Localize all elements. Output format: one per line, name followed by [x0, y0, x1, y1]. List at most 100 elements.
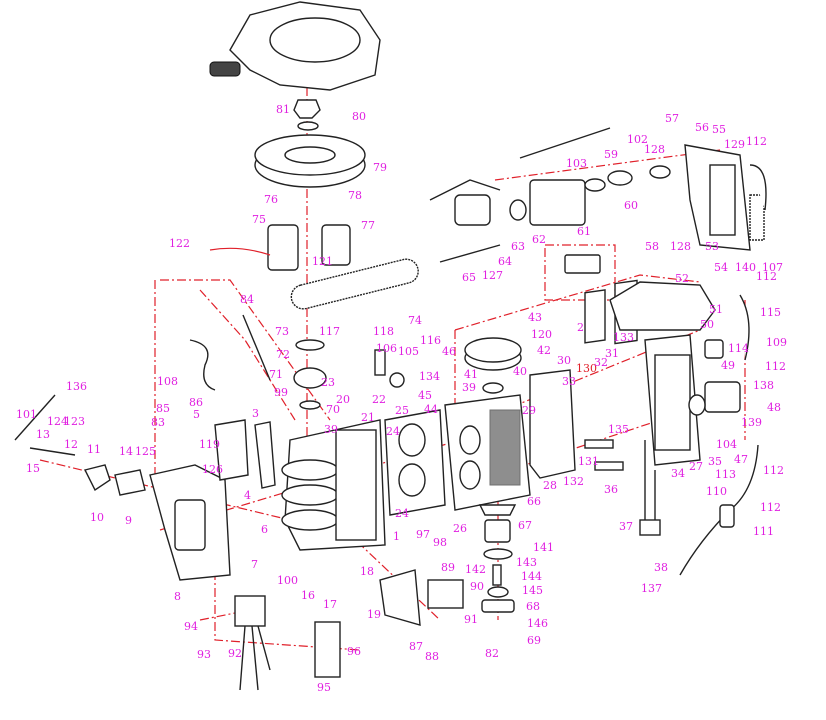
- stator-coils: [209, 224, 351, 271]
- callout-47: 47: [734, 453, 748, 466]
- callout-55: 55: [712, 123, 726, 136]
- callout-42: 42: [537, 344, 551, 357]
- callout-30: 30: [557, 354, 571, 367]
- callout-51: 51: [709, 303, 723, 316]
- callout-93: 93: [197, 648, 211, 661]
- callout-114: 114: [728, 342, 749, 355]
- timing-cover: [609, 281, 716, 331]
- callout-78: 78: [348, 189, 362, 202]
- callout-98: 98: [433, 536, 447, 549]
- callout-65: 65: [462, 271, 476, 284]
- callout-107: 107: [762, 261, 783, 274]
- callout-6: 6: [261, 523, 268, 536]
- choke-link: [429, 179, 501, 201]
- callout-82: 82: [485, 647, 499, 660]
- callout-77: 77: [361, 219, 375, 232]
- callout-124: 124: [47, 415, 68, 428]
- thermostat-cover: [644, 334, 701, 466]
- fuel-filter: [719, 504, 735, 528]
- callout-43: 43: [528, 311, 542, 324]
- callout-40: 40: [513, 365, 527, 378]
- callout-121: 121: [312, 255, 333, 268]
- callout-80: 80: [352, 110, 366, 123]
- callout-79: 79: [373, 161, 387, 174]
- callout-62: 62: [532, 233, 546, 246]
- intake-manifold: [684, 144, 767, 251]
- callout-146: 146: [527, 617, 548, 630]
- callout-112: 112: [763, 464, 784, 477]
- callout-105: 105: [398, 345, 419, 358]
- dipstick: [242, 314, 271, 381]
- callout-1: 1: [393, 530, 400, 543]
- callout-123: 123: [64, 415, 85, 428]
- callout-39: 39: [462, 381, 476, 394]
- callout-117: 117: [319, 325, 340, 338]
- callout-129: 129: [724, 138, 745, 151]
- callout-2: 2: [577, 321, 584, 334]
- callout-66: 66: [527, 495, 541, 508]
- callout-46: 46: [442, 345, 456, 358]
- callout-131: 131: [578, 455, 599, 468]
- callout-8: 8: [174, 590, 181, 603]
- callout-13: 13: [36, 428, 50, 441]
- callout-101: 101: [16, 408, 37, 421]
- callout-130: 130: [576, 362, 597, 375]
- callout-108: 108: [157, 375, 178, 388]
- callout-128: 128: [670, 240, 691, 253]
- callout-20: 20: [336, 393, 350, 406]
- callout-120: 120: [531, 328, 552, 341]
- crankcase-block: [281, 419, 386, 551]
- callout-102: 102: [627, 133, 648, 146]
- callout-75: 75: [252, 213, 266, 226]
- callout-88: 88: [425, 650, 439, 663]
- callout-15: 15: [26, 462, 40, 475]
- callout-17: 17: [323, 598, 337, 611]
- callout-16: 16: [301, 589, 315, 602]
- cylinder-head-gaskets: [384, 409, 446, 516]
- callout-69: 69: [527, 634, 541, 647]
- timing-belt: [290, 258, 419, 310]
- callout-106: 106: [376, 342, 397, 355]
- callout-11: 11: [87, 443, 101, 456]
- exhaust-cover: [149, 464, 231, 581]
- callout-28: 28: [543, 479, 557, 492]
- callout-112: 112: [746, 135, 767, 148]
- cylinder-block: [444, 394, 531, 511]
- callout-4: 4: [244, 489, 251, 502]
- fuel-pump: [704, 381, 741, 413]
- callout-100: 100: [277, 574, 298, 587]
- callout-7: 7: [251, 558, 258, 571]
- callout-135: 135: [608, 423, 629, 436]
- callout-67: 67: [518, 519, 532, 532]
- callout-53: 53: [705, 240, 719, 253]
- bracket: [564, 254, 601, 274]
- callout-86: 86: [189, 396, 203, 409]
- callout-60: 60: [624, 199, 638, 212]
- hose: [189, 339, 216, 391]
- callout-127: 127: [482, 269, 503, 282]
- throttle-linkage: [14, 394, 146, 496]
- callout-109: 109: [766, 336, 787, 349]
- callout-128: 128: [644, 143, 665, 156]
- callout-70: 70: [326, 403, 340, 416]
- callout-137: 137: [641, 582, 662, 595]
- callout-139: 139: [741, 416, 762, 429]
- callout-5: 5: [193, 408, 200, 421]
- callout-89: 89: [441, 561, 455, 574]
- callout-112: 112: [756, 270, 777, 283]
- crankshaft-bearing: [293, 339, 327, 410]
- callout-112: 112: [760, 501, 781, 514]
- cam-pulley: [464, 337, 522, 394]
- callout-119: 119: [199, 438, 220, 451]
- parts-drawings: [14, 1, 767, 691]
- assembly-lines: [39, 70, 746, 651]
- flywheel: [254, 134, 366, 188]
- callout-111: 111: [753, 525, 774, 538]
- intake-elbow: [454, 194, 491, 226]
- callout-45: 45: [418, 389, 432, 402]
- callout-113: 113: [715, 468, 736, 481]
- callout-36: 36: [604, 483, 618, 496]
- long-bolt: [439, 244, 501, 263]
- callout-90: 90: [470, 580, 484, 593]
